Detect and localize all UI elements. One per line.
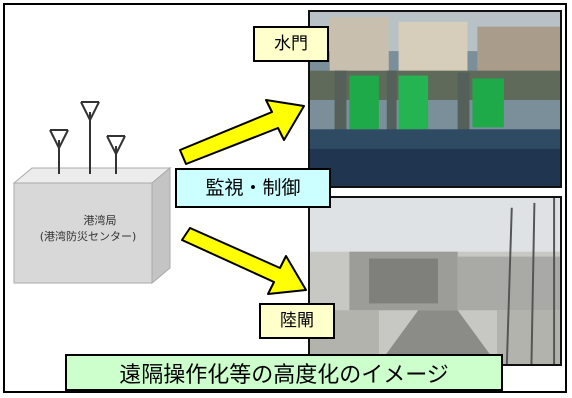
watergate-photo (308, 10, 562, 188)
monitor-control-label: 監視・制御 (175, 168, 331, 208)
center-label-line1: 港湾局 (83, 214, 117, 227)
landgate-label: 陸閘 (259, 303, 335, 339)
center-label-line2: (港湾防災センター) (39, 230, 137, 243)
landgate-photo (308, 196, 562, 366)
antenna-icon (106, 135, 126, 174)
arrow-down-right (181, 227, 307, 295)
arrow-up-right (179, 99, 305, 165)
box-top-face (12, 167, 172, 184)
box-side-face (151, 166, 171, 285)
antenna-icon (49, 129, 69, 174)
center-box (13, 182, 153, 284)
antenna-icon (80, 101, 100, 174)
caption-title: 遠隔操作化等の高度化のイメージ (65, 354, 503, 391)
watergate-label: 水門 (253, 26, 329, 62)
